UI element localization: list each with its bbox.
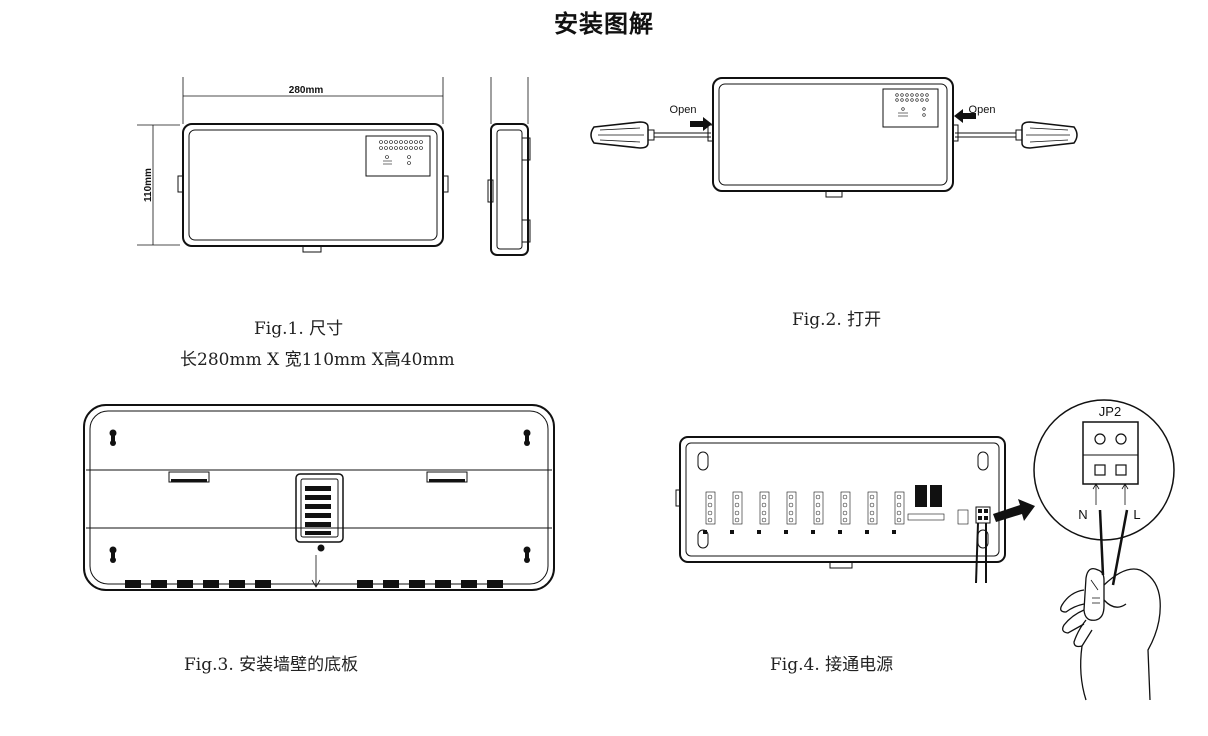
screwdriver-left-icon xyxy=(590,121,711,149)
screwdriver-right-icon xyxy=(955,121,1078,149)
fig4-caption: Fig.4. 接通电源 xyxy=(770,655,894,675)
fig1-front-view xyxy=(137,77,449,253)
fig2-caption: Fig.2. 打开 xyxy=(792,310,882,330)
terminal-n-label: N xyxy=(1078,507,1087,522)
fig1-caption: Fig.1. 尺寸 xyxy=(254,319,344,339)
arrow-right-icon xyxy=(690,117,712,131)
width-label: 280mm xyxy=(289,85,324,96)
fig1-side-view xyxy=(487,77,531,256)
page-title: 安装图解 xyxy=(554,10,654,38)
open-left-label: Open xyxy=(670,104,697,116)
fig4-open-board xyxy=(675,436,1006,584)
open-right-label: Open xyxy=(969,104,996,116)
arrow-left-icon xyxy=(954,109,976,123)
fig2-open-view xyxy=(707,77,959,198)
fig3-base-plate xyxy=(83,404,555,591)
fig1-dimensions: 长280mm X 宽110mm X高40mm xyxy=(180,350,455,370)
jp2-zoom-circle xyxy=(1033,399,1175,541)
fig3-caption: Fig.3. 安装墙壁的底板 xyxy=(184,655,359,675)
terminal-l-label: L xyxy=(1133,507,1140,522)
jp2-label: JP2 xyxy=(1099,404,1121,419)
height-label: 110mm xyxy=(143,168,154,202)
arrow-big-icon xyxy=(993,499,1035,522)
hand-icon xyxy=(1060,509,1161,701)
